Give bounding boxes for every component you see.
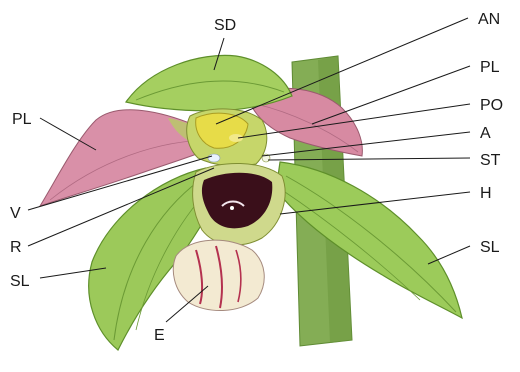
label-pl-left: PL	[12, 111, 32, 128]
epichile	[173, 240, 264, 310]
viscidium	[208, 154, 220, 162]
label-h: H	[480, 185, 492, 202]
label-sd: SD	[214, 17, 236, 34]
label-a: A	[480, 125, 491, 142]
hypochile-spot	[230, 206, 234, 210]
label-sl-left: SL	[10, 273, 30, 290]
label-st: ST	[480, 152, 501, 169]
label-sl-right: SL	[480, 239, 500, 256]
label-an: AN	[478, 11, 500, 28]
label-e: E	[154, 327, 165, 344]
label-po: PO	[480, 97, 503, 114]
label-v: V	[10, 205, 21, 222]
label-r: R	[10, 239, 22, 256]
label-pl-right: PL	[480, 59, 500, 76]
